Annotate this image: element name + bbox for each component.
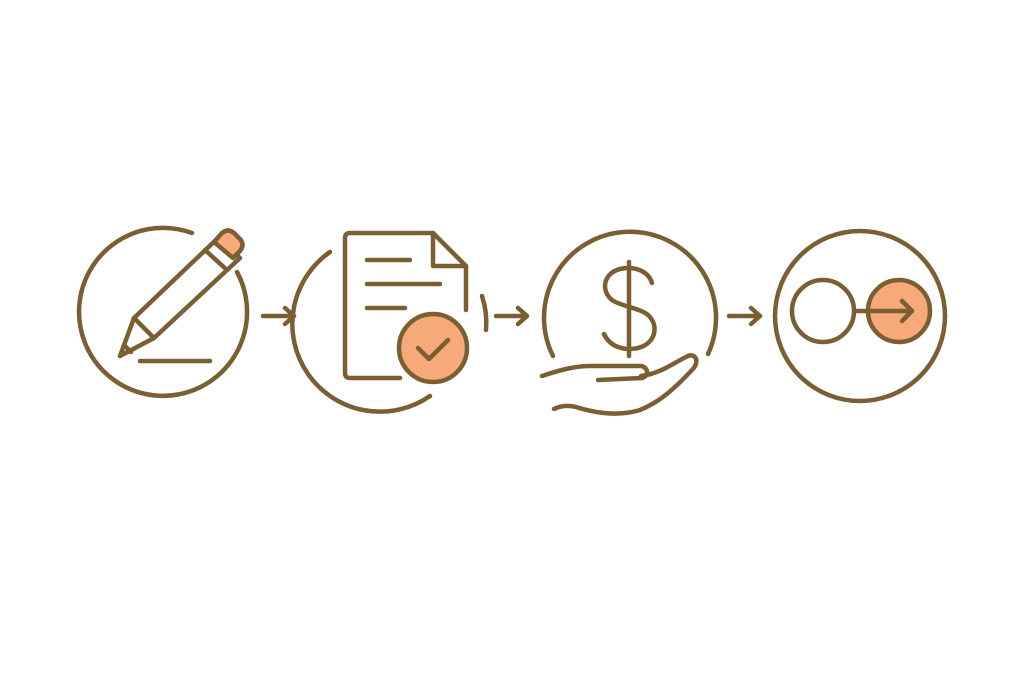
payment-hand-dollar-icon <box>539 229 719 416</box>
step-1-write <box>76 225 250 399</box>
arrow-right-icon <box>726 305 763 327</box>
pencil-writing-icon <box>76 225 250 399</box>
arrow-right-icon <box>493 305 530 327</box>
approved-document-icon <box>290 230 489 414</box>
arrow-2 <box>493 305 530 327</box>
step-3-payment <box>539 229 719 416</box>
transfer-circles-icon <box>772 228 948 404</box>
step-4-transfer <box>772 228 948 404</box>
arrow-right-icon <box>260 305 297 327</box>
arrow-3 <box>726 305 763 327</box>
step-2-approve <box>290 230 489 414</box>
arrow-1 <box>260 305 297 327</box>
